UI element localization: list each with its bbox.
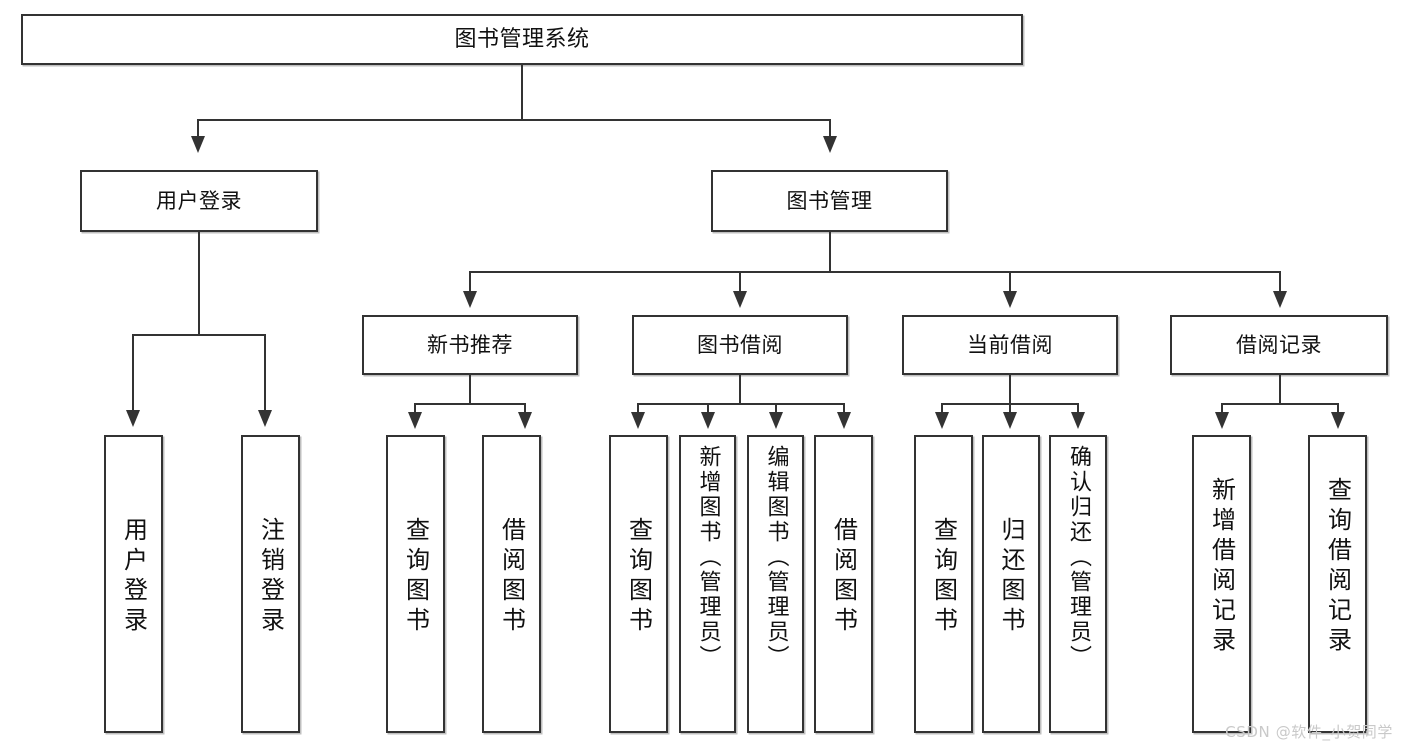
connector-cb-to-leaf-1: [941, 403, 943, 419]
node-current-borrow[interactable]: 当前借阅: [902, 315, 1118, 375]
node-label: 用户登录: [156, 188, 242, 213]
arrow-user-login-to-leaf-1: [126, 410, 140, 427]
connector-br-to-leaf-1: [1221, 403, 1223, 419]
connector-user-login-stem: [198, 232, 200, 336]
connector-bb-to-leaf-4: [843, 403, 845, 419]
node-borrow-records[interactable]: 借阅记录: [1170, 315, 1388, 375]
leaf-current-borrow-query-book[interactable]: 查询图书: [914, 435, 973, 733]
arrow-bm-to-new-book: [463, 291, 477, 308]
arrow-root-to-user-login: [191, 136, 205, 153]
leaf-borrow-records-query-record[interactable]: 查询借阅记录: [1308, 435, 1367, 733]
arrow-cb-to-leaf-1: [935, 412, 949, 429]
arrow-bm-to-book-borrow: [733, 291, 747, 308]
node-new-book-recommend[interactable]: 新书推荐: [362, 315, 578, 375]
connector-root-to-book-management: [829, 119, 831, 147]
connector-br-bus: [1221, 403, 1339, 405]
node-label: 借阅记录: [1236, 332, 1322, 357]
leaf-current-borrow-confirm-return-admin[interactable]: 确认归还（管理员）: [1049, 435, 1107, 733]
leaf-book-borrow-edit-book-admin[interactable]: 编辑图书（管理员）: [747, 435, 804, 733]
node-label: 确认归还（管理员）: [1066, 445, 1091, 670]
connector-cb-to-leaf-2: [1009, 403, 1011, 419]
connector-nbr-to-leaf-2: [524, 403, 526, 419]
node-label: 归还图书: [997, 517, 1025, 637]
node-label: 注销登录: [256, 517, 285, 637]
connector-bm-to-borrow-records: [1279, 271, 1281, 299]
leaf-user-login-logout[interactable]: 注销登录: [241, 435, 300, 733]
connector-bb-bus: [637, 403, 845, 405]
csdn-watermark: CSDN @软件_小贺同学: [1225, 723, 1393, 741]
arrow-bb-to-leaf-4: [837, 412, 851, 429]
arrow-bb-to-leaf-1: [631, 412, 645, 429]
connector-bm-to-current-borrow: [1009, 271, 1011, 299]
node-label: 图书借阅: [697, 332, 783, 357]
arrow-br-to-leaf-1: [1215, 412, 1229, 429]
node-label: 图书管理: [786, 188, 873, 213]
node-label: 编辑图书（管理员）: [763, 445, 789, 670]
leaf-book-borrow-add-book-admin[interactable]: 新增图书（管理员）: [679, 435, 736, 733]
node-book-borrow[interactable]: 图书借阅: [632, 315, 848, 375]
arrow-nbr-to-leaf-1: [408, 412, 422, 429]
leaf-user-login-login[interactable]: 用户登录: [104, 435, 163, 733]
arrow-bb-to-leaf-2: [701, 412, 715, 429]
connector-book-management-stem: [829, 232, 831, 273]
connector-cb-to-leaf-3: [1077, 403, 1079, 419]
connector-bb-to-leaf-3: [775, 403, 777, 419]
connector-user-login-to-leaf-2: [264, 334, 266, 418]
node-label: 查询图书: [929, 517, 958, 637]
node-label: 借阅图书: [497, 517, 526, 637]
connector-nbr-to-leaf-1: [414, 403, 416, 419]
leaf-book-borrow-query-book[interactable]: 查询图书: [609, 435, 668, 733]
connector-bm-to-book-borrow: [739, 271, 741, 299]
node-book-management[interactable]: 图书管理: [711, 170, 948, 232]
arrow-cb-to-leaf-3: [1071, 412, 1085, 429]
arrow-root-to-book-management: [823, 136, 837, 153]
node-label: 查询借阅记录: [1323, 477, 1352, 657]
connector-root-bus: [197, 119, 831, 121]
arrow-nbr-to-leaf-2: [518, 412, 532, 429]
node-label: 查询图书: [401, 517, 430, 637]
connector-bb-to-leaf-1: [637, 403, 639, 419]
connector-br-stem: [1279, 375, 1281, 405]
node-label: 当前借阅: [967, 332, 1053, 357]
node-user-login[interactable]: 用户登录: [80, 170, 318, 232]
arrow-br-to-leaf-2: [1331, 412, 1345, 429]
leaf-borrow-records-add-record[interactable]: 新增借阅记录: [1192, 435, 1251, 733]
node-label: 新增借阅记录: [1207, 477, 1236, 657]
connector-nbr-stem: [469, 375, 471, 405]
leaf-new-book-query-book[interactable]: 查询图书: [386, 435, 445, 733]
arrow-user-login-to-leaf-2: [258, 410, 272, 427]
connector-nbr-bus: [414, 403, 526, 405]
connector-root-to-user-login: [197, 119, 199, 147]
node-label: 用户登录: [119, 517, 148, 637]
node-label: 借阅图书: [829, 517, 858, 637]
connector-bm-to-new-book: [469, 271, 471, 299]
connector-bb-to-leaf-2: [707, 403, 709, 419]
connector-user-login-to-leaf-1: [132, 334, 134, 418]
connector-user-login-bus: [132, 334, 266, 336]
connector-br-to-leaf-2: [1337, 403, 1339, 419]
leaf-current-borrow-return-book[interactable]: 归还图书: [982, 435, 1040, 733]
connector-root-stem: [521, 65, 523, 120]
leaf-book-borrow-borrow-book[interactable]: 借阅图书: [814, 435, 873, 733]
arrow-bm-to-borrow-records: [1273, 291, 1287, 308]
leaf-new-book-borrow-book[interactable]: 借阅图书: [482, 435, 541, 733]
connector-bb-stem: [739, 375, 741, 405]
node-label: 新增图书（管理员）: [695, 445, 721, 670]
node-label: 新书推荐: [427, 332, 513, 357]
node-label: 查询图书: [624, 517, 653, 637]
connector-cb-stem: [1009, 375, 1011, 405]
arrow-cb-to-leaf-2: [1003, 412, 1017, 429]
arrow-bm-to-current-borrow: [1003, 291, 1017, 308]
node-label: 图书管理系统: [454, 26, 590, 52]
node-root-book-management-system[interactable]: 图书管理系统: [21, 14, 1023, 65]
connector-book-management-bus: [469, 271, 1281, 273]
arrow-bb-to-leaf-3: [769, 412, 783, 429]
